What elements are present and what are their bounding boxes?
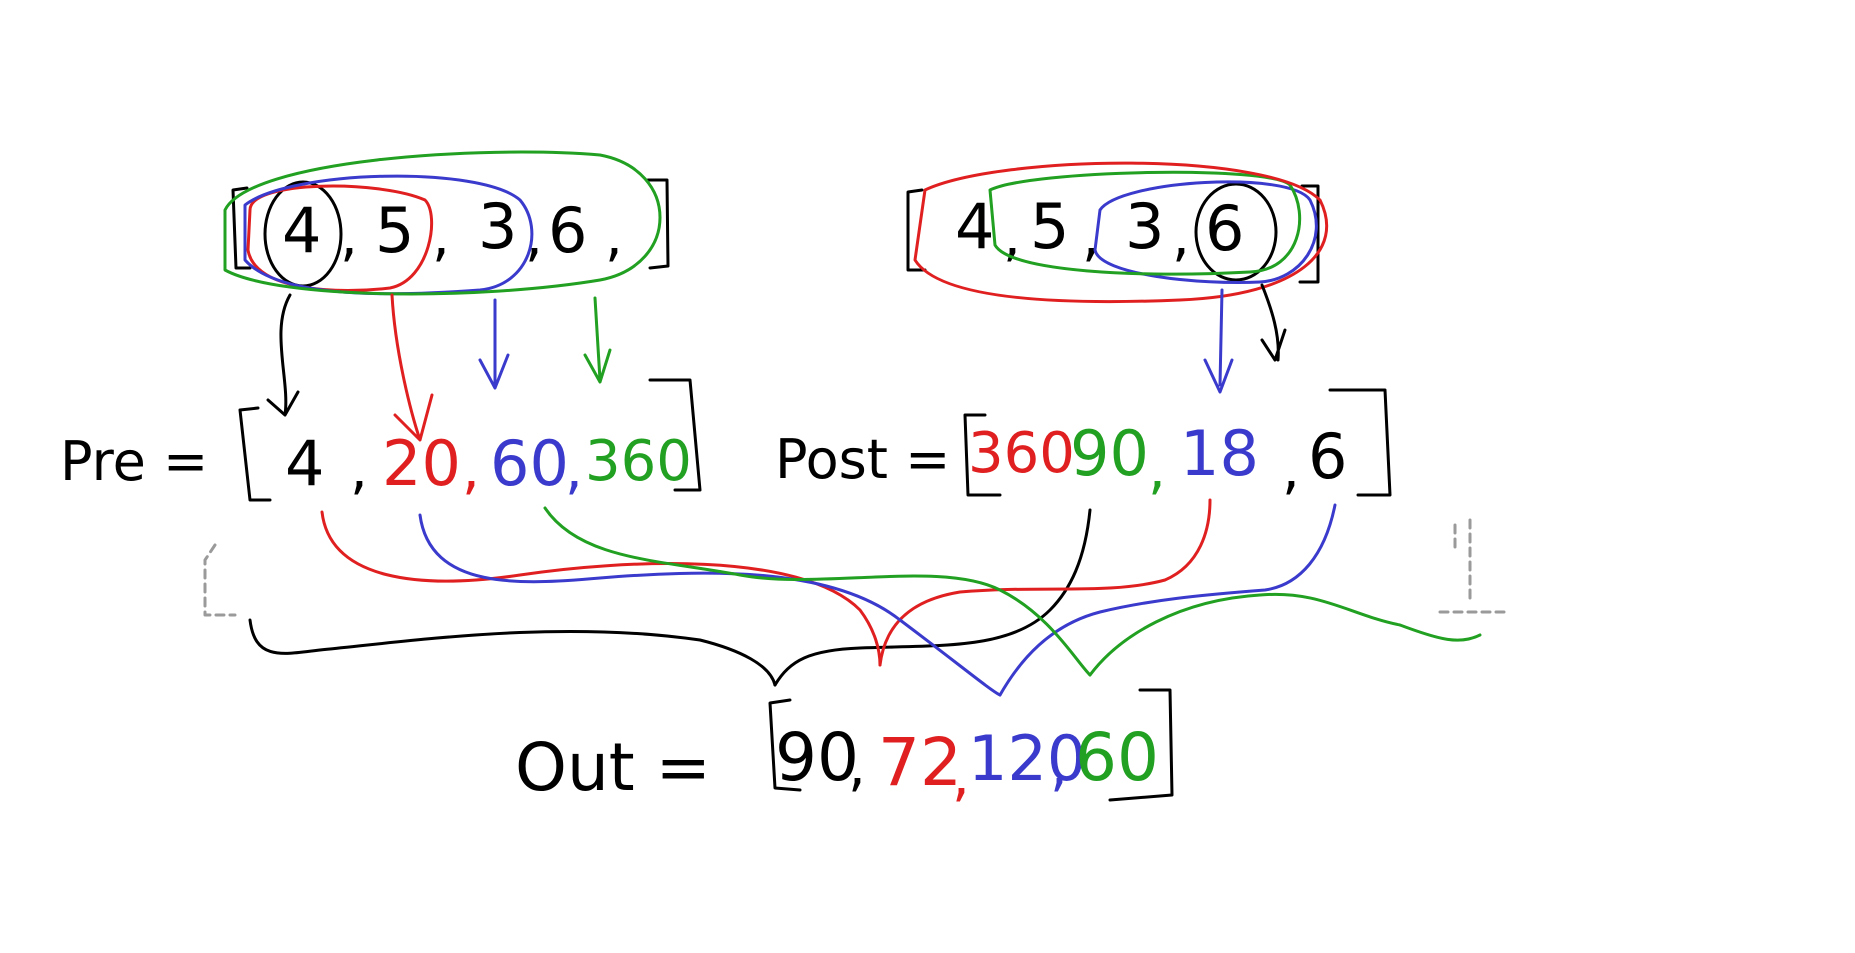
out-bracket-open [768, 698, 802, 792]
input-right-value-1: 4 [955, 190, 994, 263]
curve-green-post [1088, 592, 1482, 677]
right-bracket-close [1298, 184, 1320, 284]
arrow-red-left [390, 293, 434, 442]
post-bracket-open [963, 413, 1002, 497]
out-array: Out = 90 , 72 , 120 , 60 [515, 688, 1174, 809]
curve-red-post [878, 498, 1212, 667]
circle-black-6 [1194, 182, 1278, 282]
comma: , [565, 437, 583, 502]
out-label: Out = [515, 729, 711, 806]
pre-value-3: 60 [490, 427, 569, 500]
comma: , [848, 734, 866, 799]
input-left-value-1: 4 [282, 194, 321, 267]
left-bracket-close [646, 178, 670, 270]
arrow-green-left [583, 296, 612, 384]
arrows-down [266, 283, 1287, 442]
out-bracket-close [1108, 688, 1174, 802]
curve-green-pre [543, 506, 1092, 677]
comma: , [1003, 204, 1021, 269]
arrow-blue-right [1203, 288, 1234, 394]
out-value-3: 120 [968, 722, 1086, 795]
connection-curves [248, 498, 1482, 697]
input-right-value-4: 6 [1205, 192, 1244, 265]
arrow-black-left [266, 293, 300, 417]
post-bracket-close [1328, 388, 1392, 497]
comma: , [1148, 437, 1166, 502]
arrow-blue-left [478, 298, 510, 390]
input-right-value-2: 5 [1030, 190, 1069, 263]
input-array-right: 4 , 5 , 3 , 6 [906, 161, 1329, 304]
post-value-2: 90 [1070, 417, 1149, 490]
pre-bracket-close [648, 378, 702, 492]
pre-value-4: 360 [585, 429, 692, 494]
placeholder-right [1438, 518, 1512, 614]
input-right-value-3: 3 [1125, 190, 1164, 263]
input-array-left: 4 , 5 , 3 , 6 , [223, 150, 670, 296]
post-array: Post = 360 90 , 18 , 6 [775, 388, 1392, 502]
out-value-4: 60 [1075, 719, 1159, 796]
input-left-value-2: 5 [375, 194, 414, 267]
right-bracket-open [906, 188, 927, 272]
curve-red-pre [320, 510, 882, 667]
pre-label: Pre = [60, 430, 208, 493]
pre-value-1: 4 [285, 427, 324, 500]
pre-array: Pre = 4 , 20 , 60 , 360 [60, 378, 702, 502]
input-left-value-4: 6 [548, 194, 587, 267]
post-value-1: 360 [968, 421, 1075, 486]
pre-value-2: 20 [382, 427, 461, 500]
comma: , [462, 437, 480, 502]
comma: , [1172, 204, 1190, 269]
out-value-1: 90 [775, 719, 859, 796]
group-green [223, 150, 662, 296]
comma: , [1050, 734, 1068, 799]
out-value-2: 72 [878, 724, 962, 801]
curve-blue-post [998, 503, 1337, 697]
comma: , [350, 437, 368, 502]
post-value-4: 6 [1308, 420, 1347, 493]
placeholder-marks [203, 518, 1512, 617]
pre-bracket-open [238, 406, 272, 502]
curve-blue-pre [418, 513, 1002, 697]
post-label: Post = [775, 428, 950, 491]
post-value-3: 18 [1180, 417, 1259, 490]
arrow-black-right [1260, 283, 1287, 362]
placeholder-left [203, 543, 237, 617]
group-green-right [988, 170, 1302, 276]
comma: , [1282, 437, 1300, 502]
left-bracket-open [231, 186, 252, 270]
comma: , [340, 204, 358, 269]
group-red-right [913, 161, 1329, 304]
curve-black-brace-left [248, 618, 777, 687]
comma: , [605, 204, 623, 269]
comma: , [432, 204, 450, 269]
input-left-value-3: 3 [478, 190, 517, 263]
comma: , [952, 744, 970, 809]
curve-black-post [773, 508, 1092, 687]
